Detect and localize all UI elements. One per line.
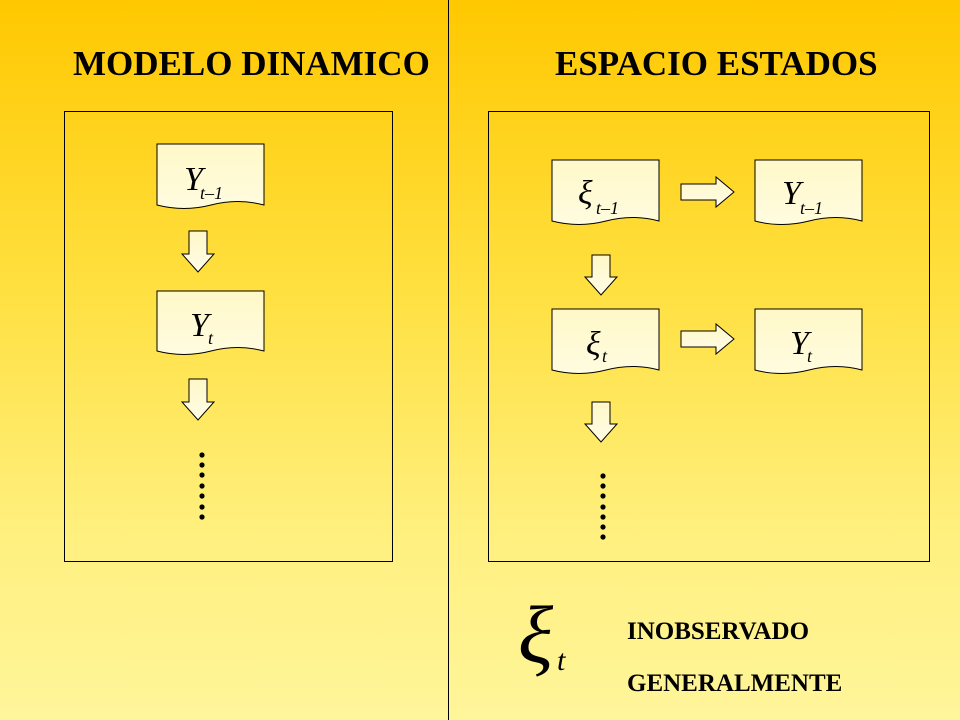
legend-xi-symbol: ξ t <box>518 589 566 680</box>
arrow-down-right-2 <box>583 401 619 443</box>
legend-inobservado: INOBSERVADO <box>627 618 810 645</box>
doc-node-xi-t: ξ t <box>551 308 660 374</box>
node-main: Y <box>184 161 206 198</box>
panel-modelo-dinamico <box>64 111 393 562</box>
arrow-down-left-1 <box>180 230 216 273</box>
doc-node-y-t-obs: Y t <box>754 308 863 374</box>
node-main: ξ <box>586 326 601 363</box>
legend-symbol-main: ξ <box>518 589 554 680</box>
title-modelo-dinamico: MODELO DINAMICO <box>73 44 430 83</box>
panel-espacio-estados <box>488 111 930 562</box>
continuation-label-right: ...... <box>0 0 2 1</box>
arrow-down-left-2 <box>180 378 216 421</box>
arrow-down-right-1 <box>583 254 619 296</box>
arrow-right-1 <box>680 175 735 209</box>
doc-node-y-t-minus-1-obs: Y t–1 <box>754 159 863 225</box>
node-sub: t <box>807 346 813 366</box>
node-main: Y <box>190 307 212 344</box>
node-sub: t–1 <box>800 198 823 218</box>
continuation-label-left: ...... <box>0 0 2 1</box>
node-sub: t–1 <box>596 198 619 218</box>
node-main: Y <box>782 175 804 212</box>
doc-node-y-t: Y t <box>156 290 265 355</box>
node-main: Y <box>790 325 812 362</box>
title-espacio-estados: ESPACIO ESTADOS <box>555 44 878 83</box>
node-main: ξ <box>578 175 593 212</box>
node-sub: t <box>208 328 214 348</box>
center-divider <box>448 0 449 720</box>
legend-generalmente: GENERALMENTE <box>627 670 843 697</box>
legend-symbol-sub: t <box>557 644 566 677</box>
doc-node-y-t-minus-1: Y t–1 <box>156 143 265 209</box>
arrow-right-2 <box>680 322 735 356</box>
node-sub: t <box>602 346 608 366</box>
continuation-dots-right <box>600 473 606 540</box>
doc-node-xi-t-minus-1: ξ t–1 <box>551 159 660 225</box>
node-sub: t–1 <box>200 183 223 203</box>
continuation-dots-left <box>199 452 205 520</box>
